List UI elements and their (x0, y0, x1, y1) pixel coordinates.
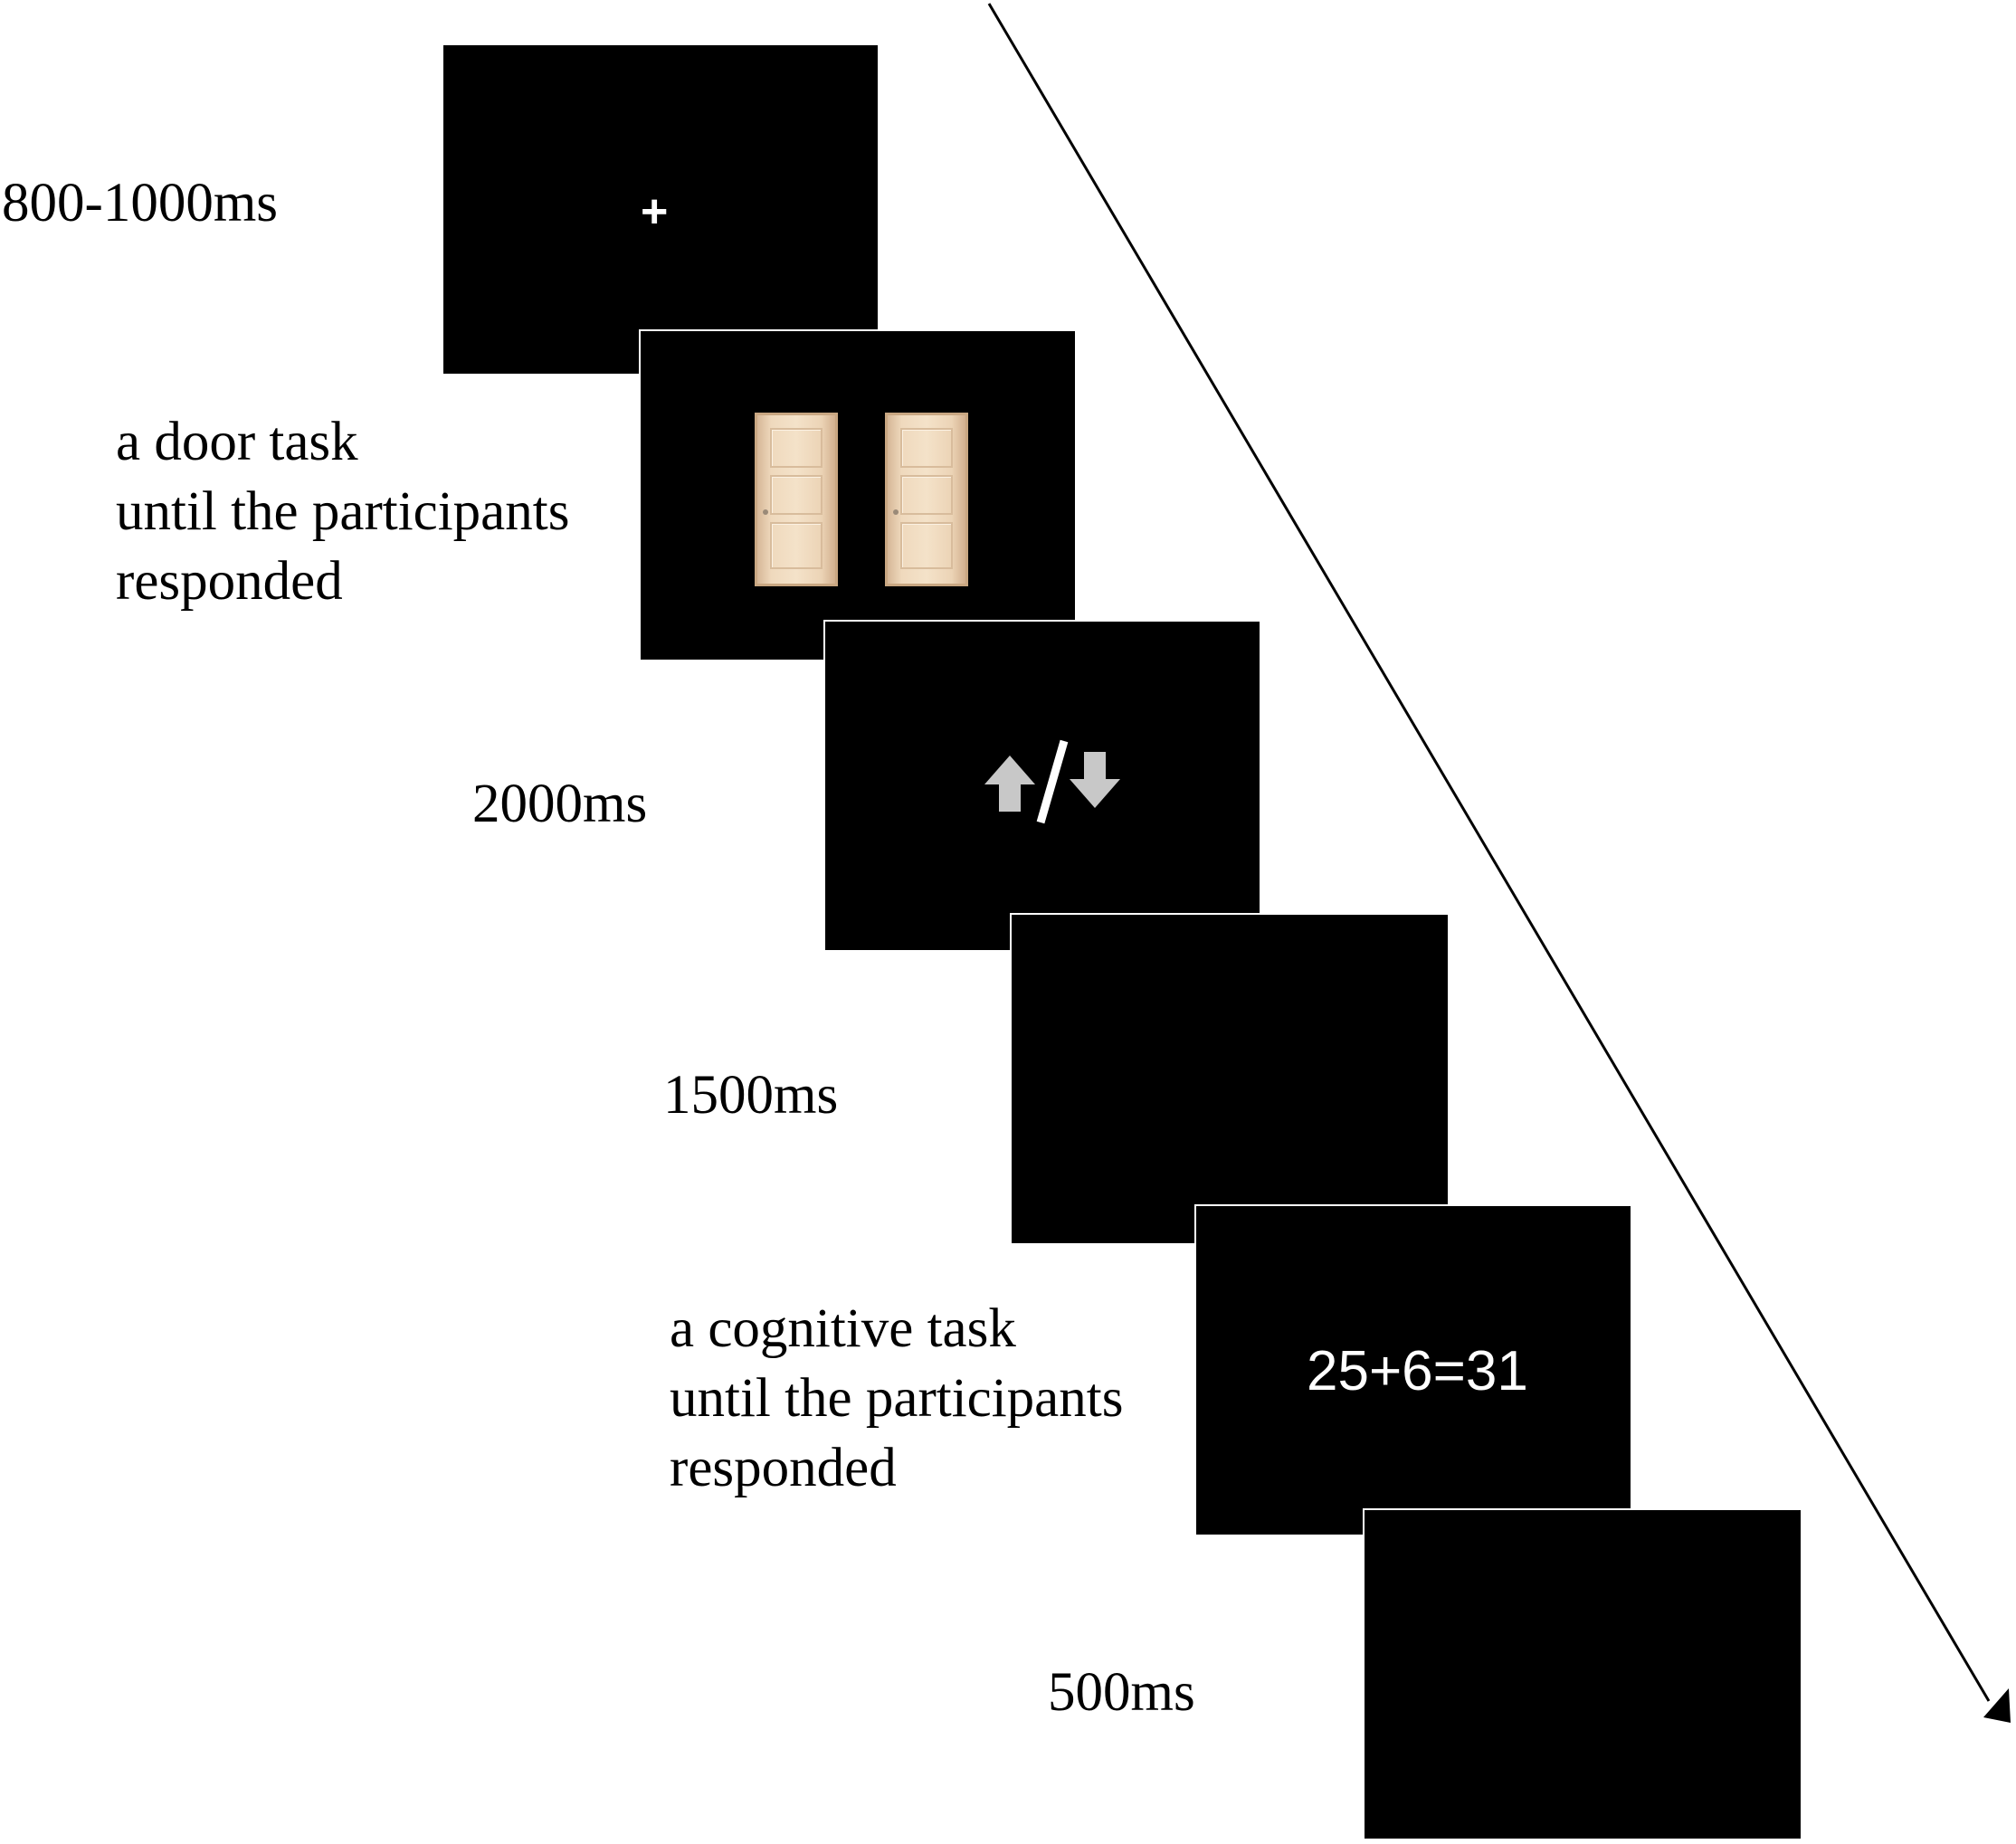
screen-cognitive-task: 25+6=31 (1194, 1204, 1632, 1536)
label-line: responded (116, 551, 343, 612)
feedback-symbols (984, 739, 1120, 824)
screen-door-task (639, 329, 1077, 661)
step-label-fixation: 800-1000ms (2, 168, 278, 238)
equation-text: 25+6=31 (1307, 1340, 1528, 1402)
door-icon (885, 413, 968, 586)
up-arrow-icon (984, 756, 1035, 812)
timeline-arrow-line (987, 3, 1991, 1702)
label-line: a door task (116, 412, 358, 472)
timeline-arrow-icon (1983, 1688, 2011, 1723)
step-label-door-task: a door task until the participants respo… (116, 407, 569, 616)
label-line: until the participants (116, 481, 570, 542)
label-line: until the participants (670, 1368, 1124, 1429)
screen-feedback (823, 620, 1261, 952)
down-arrow-icon (1070, 752, 1120, 808)
label-line: a cognitive task (670, 1298, 1016, 1359)
step-label-feedback: 2000ms (472, 769, 647, 839)
step-label-blank-2: 500ms (1048, 1658, 1195, 1727)
slash-separator (1036, 739, 1069, 824)
plus-icon: + (641, 185, 669, 238)
label-line: 1500ms (663, 1065, 839, 1126)
step-label-blank-1: 1500ms (663, 1060, 838, 1130)
label-line: 500ms (1048, 1662, 1195, 1723)
step-label-cognitive-task: a cognitive task until the participants … (670, 1294, 1123, 1503)
screen-blank-1 (1010, 913, 1450, 1245)
label-line: responded (670, 1438, 897, 1498)
screen-blank-2 (1363, 1508, 1802, 1840)
label-line: 800-1000ms (2, 173, 278, 233)
label-line: 2000ms (472, 774, 648, 834)
door-icon (755, 413, 838, 586)
screen-fixation: + (442, 43, 880, 375)
